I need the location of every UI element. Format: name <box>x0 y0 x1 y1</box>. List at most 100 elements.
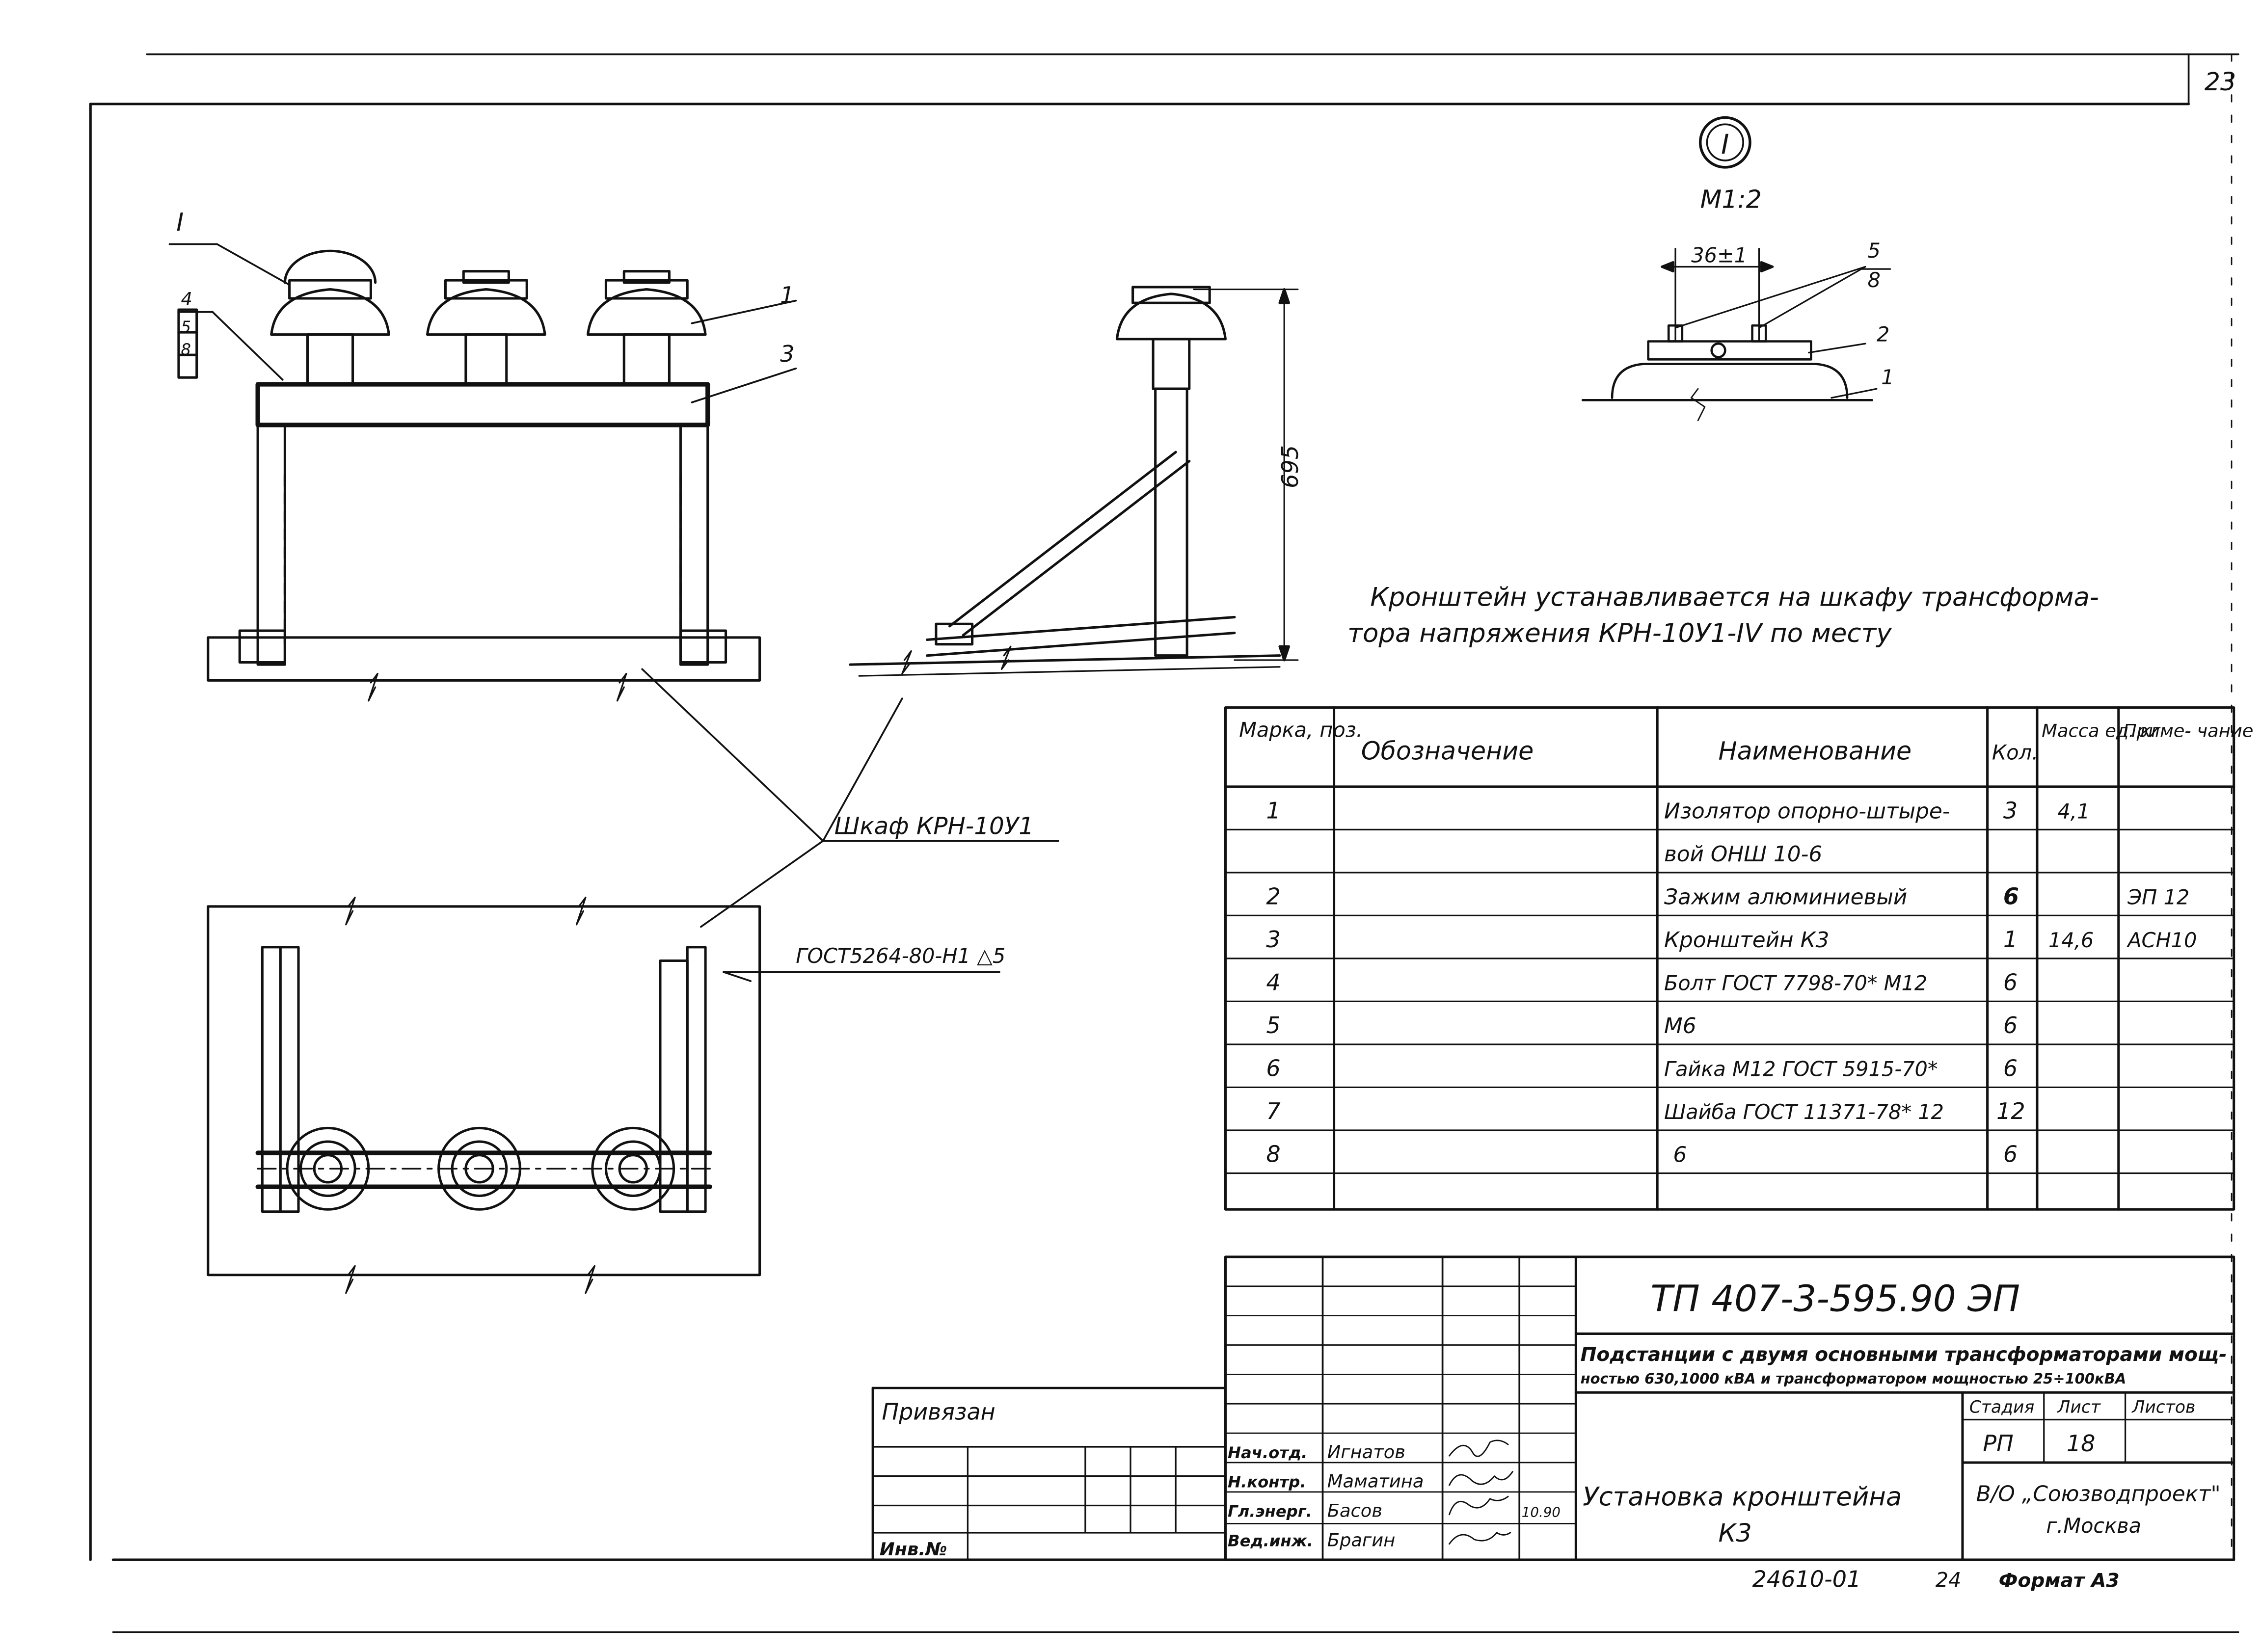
spec-table-row: 2 Зажим алюминиевый 6 ЭП 12 <box>1266 883 2189 909</box>
sheet-header: Лист <box>2056 1398 2100 1417</box>
svg-text:3: 3 <box>1266 926 1280 953</box>
callout-mark: I <box>1698 116 1751 169</box>
front-pos-4: 4 <box>181 289 192 310</box>
detail-dimension: 36±1 <box>1691 243 1747 267</box>
svg-text:Маматина: Маматина <box>1327 1471 1424 1492</box>
organization-line-2: г.Москва <box>2046 1514 2141 1538</box>
svg-text:ЭП 12: ЭП 12 <box>2127 885 2189 909</box>
footer-number: 24610-01 <box>1752 1566 1861 1592</box>
detail-pos-5: 5 <box>1868 239 1881 263</box>
front-pos-8: 8 <box>181 340 191 359</box>
spec-table-row: 7 Шайба ГОСТ 11371-78* 12 12 <box>1266 1098 2025 1124</box>
svg-text:АСН10: АСН10 <box>2126 929 2197 952</box>
svg-text:Брагин: Брагин <box>1327 1529 1396 1550</box>
front-pos-1: 1 <box>780 282 794 308</box>
svg-text:6: 6 <box>2003 1012 2018 1039</box>
svg-text:6: 6 <box>2003 969 2018 995</box>
svg-text:4: 4 <box>1266 969 1280 995</box>
drawing-name-line-2: К3 <box>1719 1519 1752 1547</box>
spec-table-row: 5 М6 6 <box>1266 1012 2018 1039</box>
project-line-2: ностью 630,1000 кВА и трансформатором мо… <box>1581 1370 2126 1387</box>
svg-text:2: 2 <box>1266 883 1280 909</box>
drawing-name-line-1: Установка кронштейна <box>1583 1482 1902 1512</box>
svg-text:12: 12 <box>1996 1098 2025 1124</box>
title-block: ТП 407-3-595.90 ЭП Подстанции с двумя ос… <box>1224 1255 2235 1561</box>
detail-pos-8: 8 <box>1868 268 1881 292</box>
svg-text:6: 6 <box>1266 1055 1280 1081</box>
svg-text:I: I <box>1721 129 1729 160</box>
side-view-drawing <box>849 286 1299 677</box>
svg-text:7: 7 <box>1266 1098 1280 1124</box>
weld-label: ГОСТ5264-80-Н1 △5 <box>796 944 1005 968</box>
plan-view-drawing <box>207 896 761 1294</box>
svg-text:Игнатов: Игнатов <box>1327 1441 1405 1463</box>
callout-label: I <box>176 208 184 237</box>
svg-text:6: 6 <box>2003 1141 2018 1167</box>
svg-text:5: 5 <box>1266 1012 1280 1039</box>
svg-text:6: 6 <box>2003 1055 2018 1081</box>
svg-text:Масса ед. кг: Масса ед. кг <box>2042 720 2161 742</box>
svg-text:Наименование: Наименование <box>1719 737 1912 766</box>
sheet-value: 18 <box>2067 1430 2096 1457</box>
personnel-row: Гл.энерг. Басов <box>1228 1495 1509 1521</box>
attachment-block: Привязан Инв.№ <box>871 1386 1227 1561</box>
spec-table-row: 4 Болт ГОСТ 7798-70* М12 6 <box>1266 969 2018 995</box>
inventory-label: Инв.№ <box>880 1539 947 1560</box>
footer-page: 24 <box>1936 1568 1962 1592</box>
front-pos-3: 3 <box>780 341 794 367</box>
stage-value: РП <box>1983 1430 2013 1457</box>
svg-text:14,6: 14,6 <box>2048 929 2094 952</box>
sheets-header: Листов <box>2131 1398 2195 1417</box>
svg-text:8: 8 <box>1266 1141 1280 1167</box>
svg-text:Н.контр.: Н.контр. <box>1228 1473 1306 1492</box>
svg-text:Басов: Басов <box>1327 1500 1382 1521</box>
attachment-label: Привязан <box>882 1399 995 1425</box>
spec-table-row: 3 Кронштейн К3 1 14,6 АСН10 <box>1266 926 2197 953</box>
spec-table-row: 1 Изолятор опорно-штыре- 3 4,1 <box>1266 797 2090 824</box>
svg-text:Шайба ГОСТ 11371-78* 12: Шайба ГОСТ 11371-78* 12 <box>1664 1100 1944 1124</box>
spec-table-row: 6 Гайка М12 ГОСТ 5915-70* 6 <box>1266 1055 2018 1081</box>
project-line-1: Подстанции с двумя основными трансформат… <box>1581 1344 2227 1366</box>
svg-text:Кронштейн К3: Кронштейн К3 <box>1664 928 1829 953</box>
svg-text:4,1: 4,1 <box>2057 799 2090 823</box>
detail-pos-2: 2 <box>1877 322 1889 346</box>
svg-text:1: 1 <box>2003 926 2018 953</box>
svg-text:Обозначение: Обозначение <box>1361 737 1534 766</box>
svg-text:6: 6 <box>2003 883 2019 909</box>
svg-text:М6: М6 <box>1664 1013 1696 1039</box>
stage-header: Стадия <box>1969 1398 2034 1417</box>
side-height-dimension: 695 <box>1277 445 1303 488</box>
detail-scale: М1:2 <box>1700 185 1762 214</box>
detail-pos-1: 1 <box>1881 366 1894 389</box>
spec-table-row: вой ОНШ 10-6 <box>1664 842 1822 867</box>
personnel-row: Нач.отд. Игнатов <box>1228 1439 1509 1463</box>
svg-text:Марка, поз.: Марка, поз. <box>1239 719 1363 742</box>
footer-format: Формат А3 <box>1999 1570 2120 1592</box>
svg-text:Болт ГОСТ 7798-70* М12: Болт ГОСТ 7798-70* М12 <box>1664 971 1927 995</box>
svg-text:Вед.инж.: Вед.инж. <box>1228 1531 1313 1550</box>
svg-text:Гл.энерг.: Гл.энерг. <box>1228 1502 1312 1521</box>
note-line-1: Кронштейн устанавливается на шкафу транс… <box>1370 582 2099 612</box>
svg-text:вой ОНШ 10-6: вой ОНШ 10-6 <box>1664 842 1822 867</box>
spec-table-row: 8 6 6 <box>1266 1141 2018 1167</box>
svg-text:1: 1 <box>1266 797 1280 824</box>
spec-table: Марка, поз. Обозначение Наименование Кол… <box>1224 706 2253 1211</box>
organization-line-1: В/О „Союзводпроект" <box>1976 1481 2221 1506</box>
svg-text:6: 6 <box>1673 1142 1687 1167</box>
personnel-row: Вед.инж. Брагин <box>1228 1529 1511 1550</box>
spec-table-header: Марка, поз. Обозначение Наименование Кол… <box>1239 719 2253 766</box>
signature-date: 10.90 <box>1522 1504 1561 1520</box>
svg-text:Приме- чание: Приме- чание <box>2123 720 2253 742</box>
detail-drawing <box>1581 248 1891 422</box>
svg-text:Нач.отд.: Нач.отд. <box>1228 1443 1307 1462</box>
sheet-number: 23 <box>2205 67 2236 96</box>
title-code: ТП 407-3-595.90 ЭП <box>1650 1278 2020 1320</box>
front-view-drawing <box>168 243 797 702</box>
cabinet-label: Шкаф КРН-10У1 <box>834 813 1034 840</box>
svg-text:Гайка М12 ГОСТ 5915-70*: Гайка М12 ГОСТ 5915-70* <box>1664 1057 1938 1081</box>
sheet-frame <box>89 53 2239 1633</box>
svg-text:3: 3 <box>2003 797 2018 824</box>
personnel-row: Н.контр. Маматина <box>1228 1471 1513 1492</box>
leader-lines <box>641 668 1059 982</box>
